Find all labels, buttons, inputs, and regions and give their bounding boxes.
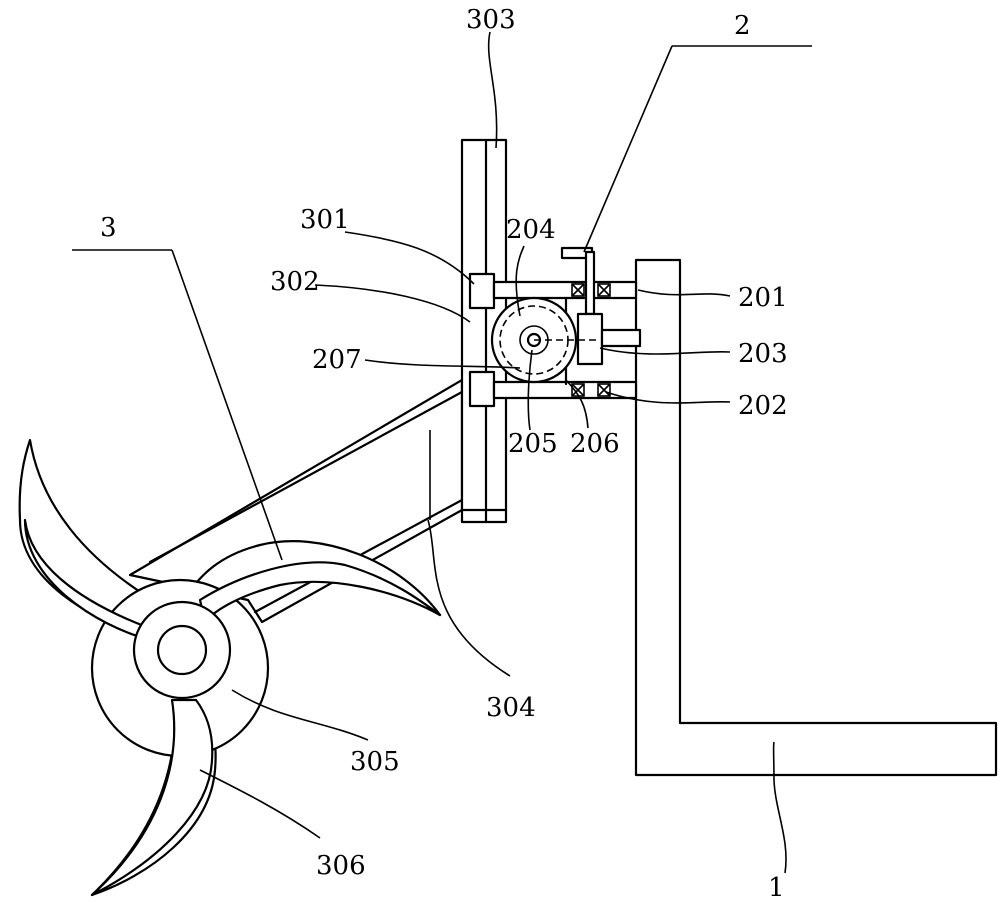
label-203: 203 bbox=[738, 339, 788, 369]
label-302: 302 bbox=[270, 267, 320, 297]
plate-302 bbox=[460, 138, 508, 524]
label-204: 204 bbox=[506, 215, 556, 245]
label-201: 201 bbox=[738, 283, 788, 313]
label-206: 206 bbox=[570, 429, 620, 459]
label-306: 306 bbox=[316, 851, 366, 881]
label-3: 3 bbox=[100, 213, 117, 243]
motor-203 bbox=[576, 312, 642, 366]
label-2: 2 bbox=[734, 11, 751, 41]
label-205: 205 bbox=[508, 429, 558, 459]
label-1: 1 bbox=[768, 873, 785, 903]
bearing-marks bbox=[571, 283, 611, 397]
label-202: 202 bbox=[738, 391, 788, 421]
label-304: 304 bbox=[486, 693, 536, 723]
frame-1 bbox=[634, 258, 998, 777]
leader-lines bbox=[72, 31, 812, 874]
label-207: 207 bbox=[312, 345, 362, 375]
label-301: 301 bbox=[300, 205, 350, 235]
label-305: 305 bbox=[350, 747, 400, 777]
gear-204 bbox=[490, 296, 600, 384]
rotor-305 bbox=[18, 438, 442, 897]
label-303: 303 bbox=[466, 5, 516, 35]
labels: 1 2 3 201 202 203 204 205 206 207 301 30… bbox=[100, 5, 788, 903]
slider-blocks-301 bbox=[468, 272, 496, 408]
